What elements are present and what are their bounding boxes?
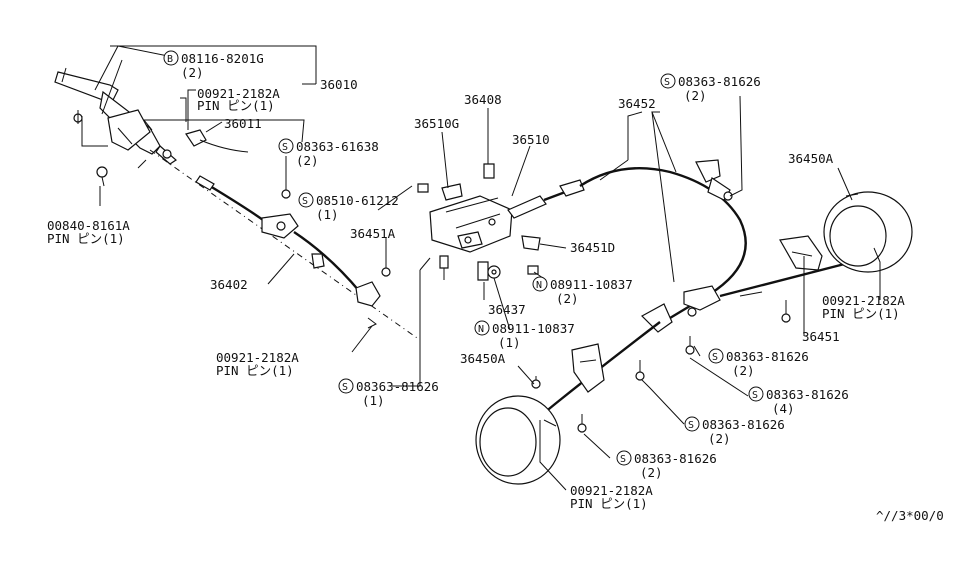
right-brake-drum-drawing <box>823 191 913 273</box>
symbol-s-text-81626-r2: S <box>752 390 758 401</box>
label-36510: 36510 <box>512 132 550 147</box>
symbol-n-text-b: N <box>478 324 484 335</box>
label-36452: 36452 <box>618 96 656 111</box>
label-00840-8161A: 00840-8161A <box>47 218 130 233</box>
symbol-s-text-81626-a: S <box>342 382 348 393</box>
symbol-s-text-81626-top: S <box>664 77 670 88</box>
label-08363-61638: 08363-61638 <box>296 139 379 154</box>
label-00921-bottom: 00921-2182A <box>570 483 653 498</box>
label-08911-10837-a: 08911-10837 <box>550 277 633 292</box>
symbol-s-circle-81626-top <box>660 73 676 89</box>
symbol-s-text-81626-r4: S <box>620 454 626 465</box>
label-08363-81626-r3: 08363-81626 <box>702 417 785 432</box>
qty-08510: (1) <box>316 207 339 222</box>
footer-code: ^//3*00/0 <box>876 508 944 523</box>
symbol-b-circle <box>163 50 179 66</box>
label-08116-8201G: 08116-8201G <box>181 51 264 66</box>
left-brake-drum-drawing <box>475 395 561 485</box>
symbol-s-circle-81626-r2 <box>748 386 764 402</box>
qty-08911-a: (2) <box>556 291 579 306</box>
label-36408: 36408 <box>464 92 502 107</box>
label-00921-top: 00921-2182A <box>197 86 280 101</box>
qty-08363-81626-r4: (2) <box>640 465 663 480</box>
label-36510G: 36510G <box>414 116 459 131</box>
symbol-s-text-81626-r1: S <box>712 352 718 363</box>
label-pin-right: PIN ピン(1) <box>822 306 900 321</box>
label-36437: 36437 <box>488 302 526 317</box>
symbol-s-circle-81626-r3 <box>684 416 700 432</box>
symbol-s-circle-61212 <box>298 192 314 208</box>
symbol-n-text-a: N <box>536 280 542 291</box>
qty-08116: (2) <box>181 65 204 80</box>
label-36451: 36451 <box>802 329 840 344</box>
hand-brake-lever-drawing <box>54 67 249 187</box>
front-cable-drawing <box>149 149 421 341</box>
qty-08363-81626-r1: (2) <box>732 363 755 378</box>
symbol-s-circle-81626-r1 <box>708 348 724 364</box>
label-pin-top: PIN ピン(1) <box>197 98 275 113</box>
rear-cables-drawing <box>531 159 879 433</box>
symbol-s-circle-81626-a <box>338 378 354 394</box>
symbol-s-text-81626-r3: S <box>688 420 694 431</box>
label-36402: 36402 <box>210 277 248 292</box>
label-08363-81626-top: 08363-81626 <box>678 74 761 89</box>
label-08363-81626-r4: 08363-81626 <box>634 451 717 466</box>
label-pin-left: PIN ピン(1) <box>47 231 125 246</box>
label-00921-right: 00921-2182A <box>822 293 905 308</box>
label-pin-mid: PIN ピン(1) <box>216 363 294 378</box>
symbol-s-text-61212: S <box>302 196 308 207</box>
label-08911-10837-b: 08911-10837 <box>492 321 575 336</box>
qty-08911-b: (1) <box>498 335 521 350</box>
symbol-b-text: B <box>167 54 173 65</box>
label-36450A-mid: 36450A <box>460 351 506 366</box>
symbol-s-circle-61638 <box>278 138 294 154</box>
label-36011: 36011 <box>224 116 262 131</box>
label-36010: 36010 <box>320 77 358 92</box>
callout-labels: B 08116-8201G (2) 36010 00921-2182A PIN … <box>47 50 944 523</box>
center-bracket-drawing <box>417 163 585 281</box>
qty-08363-81626-r3: (2) <box>708 431 731 446</box>
label-08363-81626-r1: 08363-81626 <box>726 349 809 364</box>
qty-08363-81626-top: (2) <box>684 88 707 103</box>
label-36450A-right: 36450A <box>788 151 834 166</box>
symbol-s-circle-81626-r4 <box>616 450 632 466</box>
leader-lines <box>94 45 881 491</box>
label-08510-61212: 08510-61212 <box>316 193 399 208</box>
qty-08363-81626-r2: (4) <box>772 401 795 416</box>
label-36451D: 36451D <box>570 240 615 255</box>
symbol-n-circle-b <box>474 320 490 336</box>
qty-08363-61638: (2) <box>296 153 319 168</box>
label-36451A: 36451A <box>350 226 396 241</box>
label-08363-81626-r2: 08363-81626 <box>766 387 849 402</box>
symbol-s-text-61638: S <box>282 142 288 153</box>
label-00921-mid: 00921-2182A <box>216 350 299 365</box>
label-08363-81626-a: 08363-81626 <box>356 379 439 394</box>
label-pin-bottom: PIN ピン(1) <box>570 496 648 511</box>
symbol-n-circle-a <box>532 276 548 292</box>
qty-08363-81626-a: (1) <box>362 393 385 408</box>
